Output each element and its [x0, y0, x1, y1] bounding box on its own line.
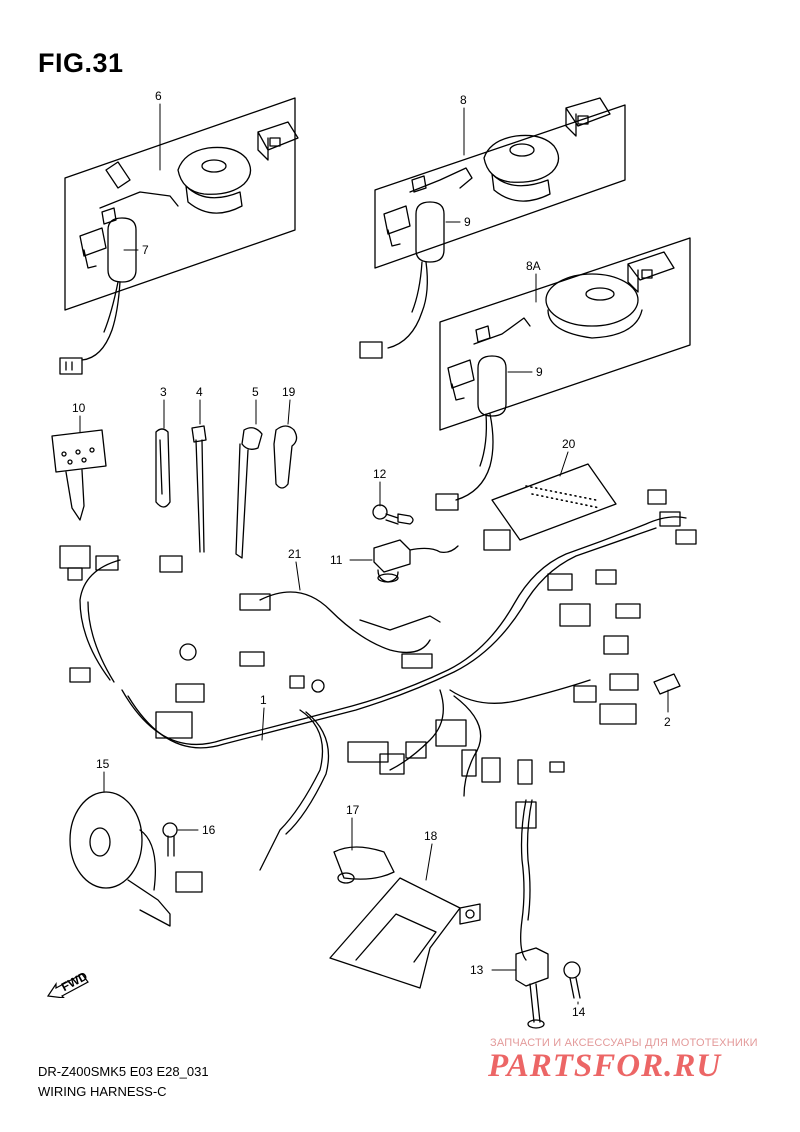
callout-8: 8: [460, 93, 467, 107]
wiring-harness-1: [59, 489, 697, 871]
cover-17: [333, 846, 395, 884]
sensor-13: [515, 799, 549, 1029]
callout-11: 11: [330, 553, 343, 567]
callout-13: 13: [470, 963, 484, 977]
callout-leaders: [79, 103, 669, 1005]
callout-9-b: 9: [536, 365, 543, 379]
callout-18: 18: [424, 829, 438, 843]
bolt-14: [563, 961, 581, 999]
callout-19: 19: [282, 385, 296, 399]
callout-20: 20: [562, 437, 576, 451]
callout-17: 17: [346, 803, 360, 817]
callout-15: 15: [96, 757, 110, 771]
horn-15: [69, 791, 171, 927]
callout-10: 10: [72, 401, 86, 415]
callout-labels: 6 7 8 9 8A 9 10 3 4 5 19 12 20 11 21 1 2…: [72, 89, 671, 1019]
key-10: [51, 429, 107, 521]
callout-2: 2: [664, 715, 671, 729]
fwd-label: FWD: [59, 972, 90, 994]
callout-3: 3: [160, 385, 167, 399]
bolt-12: [372, 504, 414, 525]
watermark-logo: PARTSFOR.RU: [488, 1048, 722, 1084]
watermark-tagline: ЗАПЧАСТИ И АКСЕССУАРЫ ДЛЯ МОТОТЕХНИКИ: [490, 1037, 758, 1049]
fuse-2: [653, 673, 681, 695]
connector-near-horn: [175, 871, 203, 893]
callout-21: 21: [288, 547, 302, 561]
ignition-switch-set-box-8: [359, 97, 626, 359]
callout-8a: 8A: [526, 259, 541, 273]
callout-1: 1: [260, 693, 267, 707]
figure-name: WIRING HARNESS-C: [38, 1084, 167, 1099]
ignition-switch-set-box-8a: [435, 237, 691, 511]
figure-title: FIG.31: [38, 48, 124, 78]
clamp-19: [273, 425, 298, 489]
switch-11: [373, 539, 459, 583]
callout-9-a: 9: [464, 215, 471, 229]
cable-tie-4: [191, 425, 207, 553]
ignition-switch-set-box-6: [59, 97, 299, 375]
model-code: DR-Z400SMK5 E03 E28_031: [38, 1064, 209, 1079]
callout-16: 16: [202, 823, 216, 837]
cable-band-5: [235, 427, 263, 559]
fwd-arrow-icon: FWD: [46, 972, 90, 998]
bracket-18: [329, 877, 481, 989]
callout-12: 12: [373, 467, 387, 481]
callout-4: 4: [196, 385, 203, 399]
callout-5: 5: [252, 385, 259, 399]
bolt-16: [162, 822, 178, 857]
callout-14: 14: [572, 1005, 586, 1019]
clamp-3: [155, 428, 171, 508]
callout-6: 6: [155, 89, 162, 103]
fuse-label-20: [491, 463, 617, 541]
callout-7: 7: [142, 243, 149, 257]
